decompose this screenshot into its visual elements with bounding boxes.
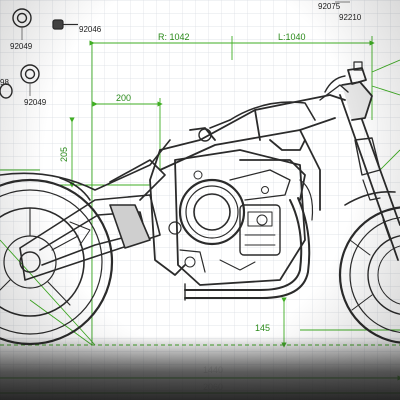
dimension-seat-height: 205 bbox=[59, 147, 69, 162]
dimension-rear-length: R: 1042 bbox=[158, 32, 190, 42]
part-label: 92049 bbox=[10, 42, 33, 51]
part-label: 92046 bbox=[79, 25, 102, 34]
part-label: 92049 bbox=[24, 98, 47, 107]
part-label: 92210 bbox=[339, 13, 362, 22]
dimension-front-length: L:1040 bbox=[278, 32, 306, 42]
dimension-overall-length: 2060 bbox=[203, 382, 223, 392]
part-label: 92075 bbox=[318, 2, 341, 11]
dimension-wheelbase: 1440 bbox=[203, 365, 223, 375]
dimension-ground-clearance: 145 bbox=[255, 323, 270, 333]
dimension-swingarm: 200 bbox=[116, 93, 131, 103]
